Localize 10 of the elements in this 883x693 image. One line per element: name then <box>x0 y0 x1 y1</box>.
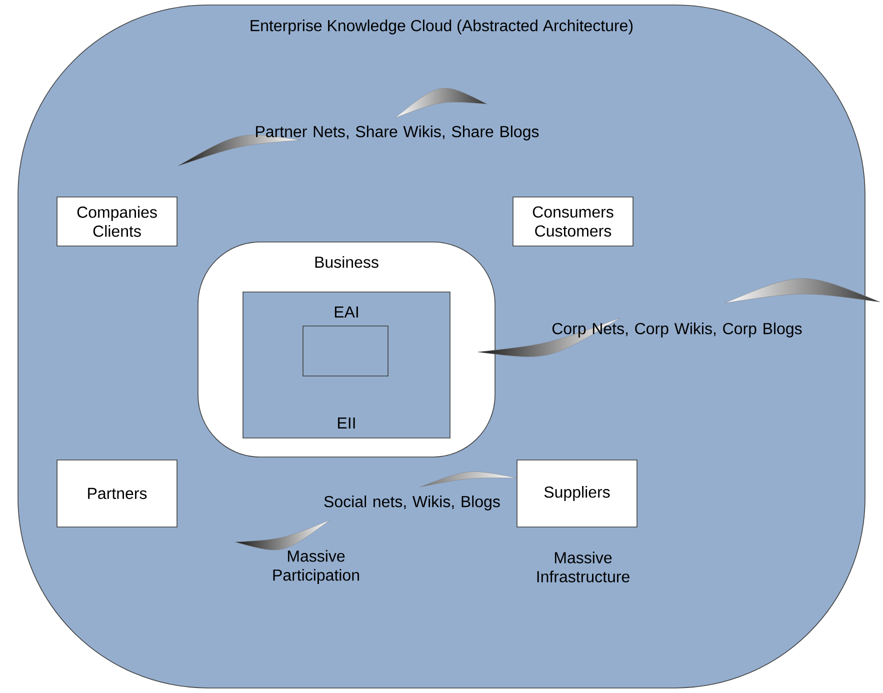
label: Social nets, Wikis, Blogs <box>324 496 500 510</box>
box: Consumers Customers <box>512 196 634 246</box>
label: Massive Infrastructure <box>537 552 630 582</box>
box: Suppliers <box>516 460 638 528</box>
label: Corp Nets, Corp Wikis, Corp Blogs <box>552 322 802 338</box>
empty-box <box>302 326 388 376</box>
label: Partner Nets, Share Wikis, Share Blogs <box>256 126 539 140</box>
box: Partners <box>56 460 178 528</box>
label: Massive Participation <box>273 550 359 584</box>
box: Companies Clients <box>56 196 178 246</box>
